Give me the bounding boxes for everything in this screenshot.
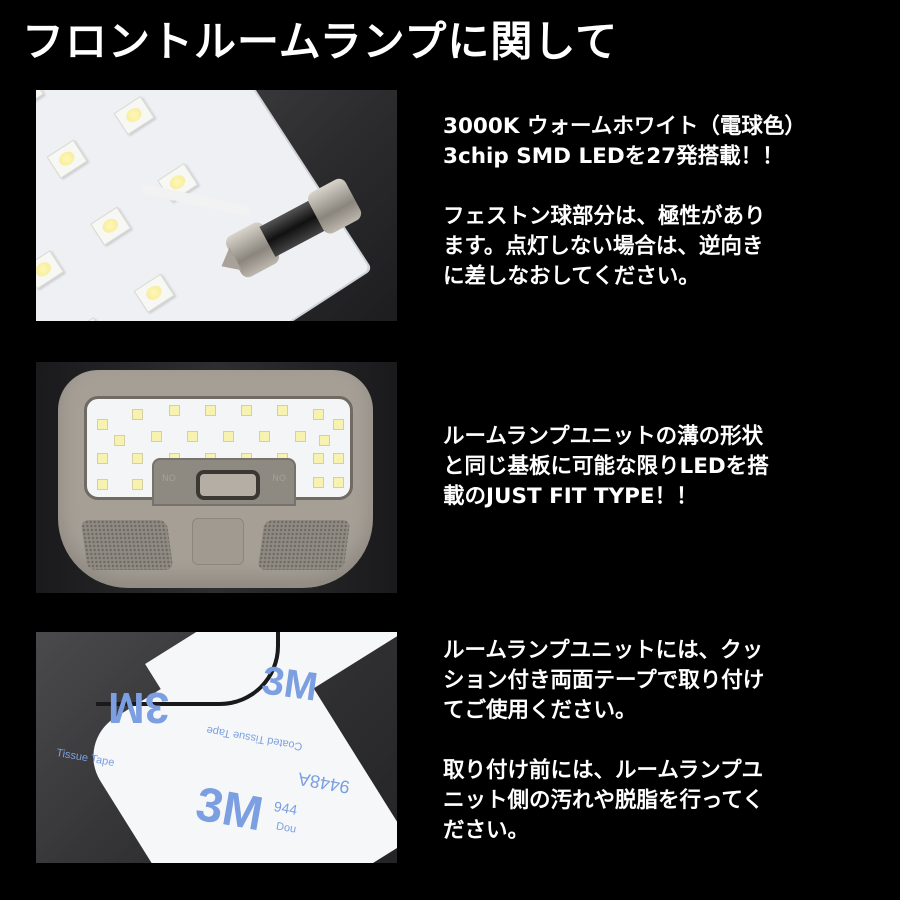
switch-knob xyxy=(196,470,260,500)
page-title: フロントルームランプに関して xyxy=(22,17,619,66)
lamp-switch: NO NO xyxy=(152,458,296,506)
speaker-grille-right xyxy=(257,520,351,570)
led-board-festoon-photo xyxy=(36,90,397,321)
tape-usage-paragraph: ルームランプユニットには、クッ ション付き両面テープで取り付け てご使用ください… xyxy=(443,638,765,723)
just-fit-paragraph: ルームランプユニットの溝の形状 と同じ基板に可能な限りLEDを搭 載のJUST … xyxy=(443,424,769,509)
polarity-note: フェストン球部分は、極性があり ます。点灯しない場合は、逆向き に差しなおしてく… xyxy=(443,204,766,289)
lamp-housing: NO NO xyxy=(58,370,373,588)
3m-tape-photo: 3M 3M 3M 9448A 944 Tissue Tape Coated Ti… xyxy=(36,632,397,863)
center-button xyxy=(192,518,244,565)
3m-logo: 3M xyxy=(259,658,321,710)
speaker-grille-left xyxy=(80,520,174,570)
section-2-text: ルームランプユニットの溝の形状 と同じ基板に可能な限りLEDを搭 載のJUST … xyxy=(443,422,883,512)
section-1-text: 3000K ウォームホワイト（電球色） 3chip SMD LEDを27発搭載！… xyxy=(443,112,883,292)
3m-logo: 3M xyxy=(108,683,170,732)
spec-paragraph: 3000K ウォームホワイト（電球色） 3chip SMD LEDを27発搭載！… xyxy=(443,114,806,169)
degrease-note: 取り付け前には、ルームランプユ ニット側の汚れや脱脂を行ってく ださい。 xyxy=(443,758,764,843)
section-3-text: ルームランプユニットには、クッ ション付き両面テープで取り付け てご使用ください… xyxy=(443,636,883,846)
switch-label-left: NO xyxy=(162,474,176,484)
switch-label-right: NO xyxy=(272,474,286,484)
3m-logo: 3M xyxy=(191,777,267,842)
room-lamp-unit-photo: NO NO xyxy=(36,362,397,593)
